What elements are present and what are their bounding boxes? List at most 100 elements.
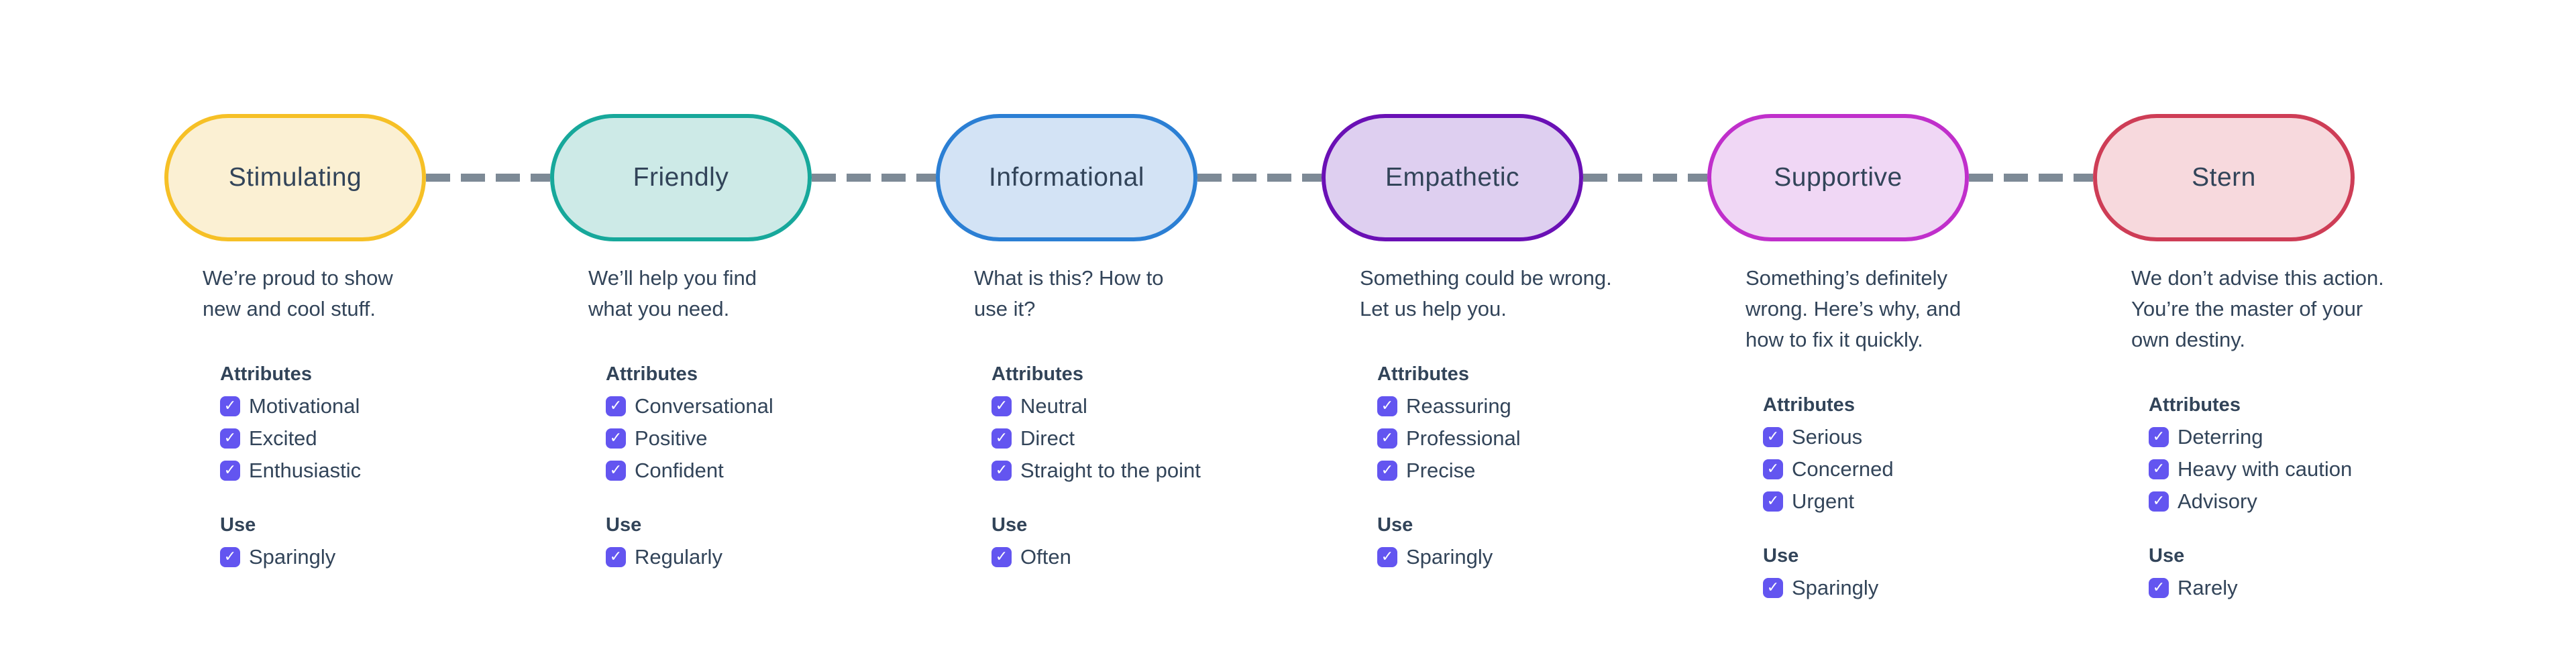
attributes-heading: Attributes [1763, 394, 1855, 416]
checkmark-icon: ✓ [2152, 579, 2165, 596]
checked-checkbox[interactable]: ✓ [991, 547, 1012, 567]
connector-dashes-icon [426, 174, 550, 182]
tone-description: We’re proud to show new and cool stuff. [203, 266, 393, 320]
tone-column: Stern We don’t advise this action. You’r… [2093, 114, 2479, 600]
checked-checkbox[interactable]: ✓ [1377, 547, 1397, 567]
checked-checkbox[interactable]: ✓ [220, 428, 240, 449]
checked-checkbox[interactable]: ✓ [606, 428, 626, 449]
checkbox-label: Reassuring [1406, 394, 1511, 418]
use-heading: Use [1763, 545, 1799, 567]
use-list: ✓Sparingly [220, 545, 550, 569]
tone-pill-label: Informational [989, 163, 1144, 192]
checkbox-row: ✓Serious [1763, 425, 2093, 449]
checkbox-label: Deterring [2178, 425, 2263, 449]
connector-dashes-icon [1969, 174, 2093, 182]
checkbox-row: ✓ Sparingly [1763, 576, 2093, 600]
use-heading: Use [991, 514, 1028, 536]
checkmark-icon: ✓ [223, 398, 237, 414]
checkmark-icon: ✓ [1381, 430, 1394, 447]
checkbox-row: ✓ Urgent [1763, 489, 2093, 514]
tone-pill-label: Stimulating [228, 163, 362, 192]
use-section: Use ✓ Often [991, 513, 1322, 569]
checkmark-icon: ✓ [1381, 398, 1394, 414]
checkbox-row: ✓ Motivational [220, 394, 550, 418]
attributes-section: Attributes ✓ Deterring ✓Heavy with caution… [2149, 393, 2479, 514]
checkbox-label: Conversational [635, 394, 773, 418]
attributes-heading: Attributes [1377, 363, 1469, 385]
checkmark-icon: ✓ [1766, 579, 1780, 596]
checked-checkbox[interactable]: ✓ [220, 396, 240, 416]
checkbox-label: Sparingly [1792, 576, 1879, 599]
checked-checkbox[interactable]: ✓ [606, 396, 626, 416]
use-section: Use ✓ Rarely [2149, 544, 2479, 600]
checkbox-row: ✓ Precise [1377, 459, 1707, 483]
tone-pill: Supportive [1707, 114, 1969, 241]
checkmark-icon: ✓ [609, 398, 623, 414]
checkmark-icon: ✓ [995, 548, 1008, 565]
attributes-heading: Attributes [220, 363, 312, 385]
checked-checkbox[interactable]: ✓ [1763, 578, 1783, 598]
checkbox-row: ✓ Direct [991, 426, 1322, 451]
checkmark-icon: ✓ [995, 462, 1008, 479]
checkbox-label: Precise [1406, 459, 1476, 482]
tone-pill: Empathetic [1322, 114, 1583, 241]
attributes-section: Attributes ✓Conversational✓Positive✓Conf… [606, 362, 936, 483]
checked-checkbox[interactable]: ✓ [2149, 578, 2169, 598]
checked-checkbox[interactable]: ✓ [2149, 491, 2169, 512]
checkbox-label: Rarely [2178, 576, 2238, 599]
attributes-heading: Attributes [606, 363, 698, 385]
use-heading: Use [606, 514, 642, 536]
attributes-list: ✓Neutral✓Direct✓Straight to the point [991, 394, 1322, 483]
checkbox-row: ✓Excited [220, 426, 550, 451]
tone-pill-label: Stern [2192, 163, 2256, 192]
checked-checkbox[interactable]: ✓ [1377, 461, 1397, 481]
tone-pill-label: Empathetic [1385, 163, 1520, 192]
use-section: Use ✓ Regularly [606, 513, 936, 569]
checkmark-icon: ✓ [2152, 428, 2165, 445]
checked-checkbox[interactable]: ✓ [220, 547, 240, 567]
checked-checkbox[interactable]: ✓ [1763, 491, 1783, 512]
checkbox-row: ✓ Rarely [2149, 576, 2479, 600]
use-heading: Use [2149, 545, 2185, 567]
use-list: ✓ Sparingly [1763, 576, 2093, 600]
tone-description: We’ll help you find what you need. [588, 266, 757, 320]
checked-checkbox[interactable]: ✓ [1377, 396, 1397, 416]
checkbox-label: Confident [635, 459, 724, 482]
tone-column: Supportive Something’s definitely wrong.… [1707, 114, 2093, 600]
checkbox-label: Regularly [635, 545, 722, 569]
checkbox-row: ✓Heavy with caution [2149, 457, 2479, 481]
checked-checkbox[interactable]: ✓ [991, 428, 1012, 449]
tone-description: Something could be wrong. Let us help yo… [1360, 266, 1612, 320]
checked-checkbox[interactable]: ✓ [220, 461, 240, 481]
tone-description: What is this? How to use it? [974, 266, 1164, 320]
tone-description: Something’s definitely wrong. Here’s why… [1746, 266, 1962, 351]
checkmark-icon: ✓ [2152, 493, 2165, 510]
tone-pill: Friendly [550, 114, 812, 241]
attributes-heading: Attributes [2149, 394, 2241, 416]
checked-checkbox[interactable]: ✓ [606, 547, 626, 567]
checked-checkbox[interactable]: ✓ [2149, 459, 2169, 479]
checkbox-row: ✓ Deterring [2149, 425, 2479, 449]
attributes-list: ✓Motivational✓Excited✓Enthusiastic [220, 394, 550, 483]
attributes-heading: Attributes [991, 363, 1083, 385]
attributes-list: ✓Conversational✓Positive✓Confident [606, 394, 936, 483]
checked-checkbox[interactable]: ✓ [1377, 428, 1397, 449]
checkbox-label: Often [1020, 545, 1071, 569]
use-list: ✓ Regularly [606, 545, 936, 569]
checkbox-label: Urgent [1792, 489, 1855, 513]
checked-checkbox[interactable]: ✓ [2149, 427, 2169, 447]
tone-column: Friendly We’ll help you find what you ne… [550, 114, 936, 600]
checkbox-row: ✓Positive [606, 426, 936, 451]
checked-checkbox[interactable]: ✓ [991, 396, 1012, 416]
checked-checkbox[interactable]: ✓ [1763, 459, 1783, 479]
checked-checkbox[interactable]: ✓ [606, 461, 626, 481]
checkbox-label: Direct [1020, 426, 1075, 450]
checkbox-label: Enthusiastic [249, 459, 362, 482]
checked-checkbox[interactable]: ✓ [1763, 427, 1783, 447]
checkbox-label: Motivational [249, 394, 360, 418]
checked-checkbox[interactable]: ✓ [991, 461, 1012, 481]
checkmark-icon: ✓ [995, 430, 1008, 447]
attributes-section: Attributes ✓Reassuring✓Professional✓Prec… [1377, 362, 1707, 483]
tone-pill: Informational [936, 114, 1197, 241]
